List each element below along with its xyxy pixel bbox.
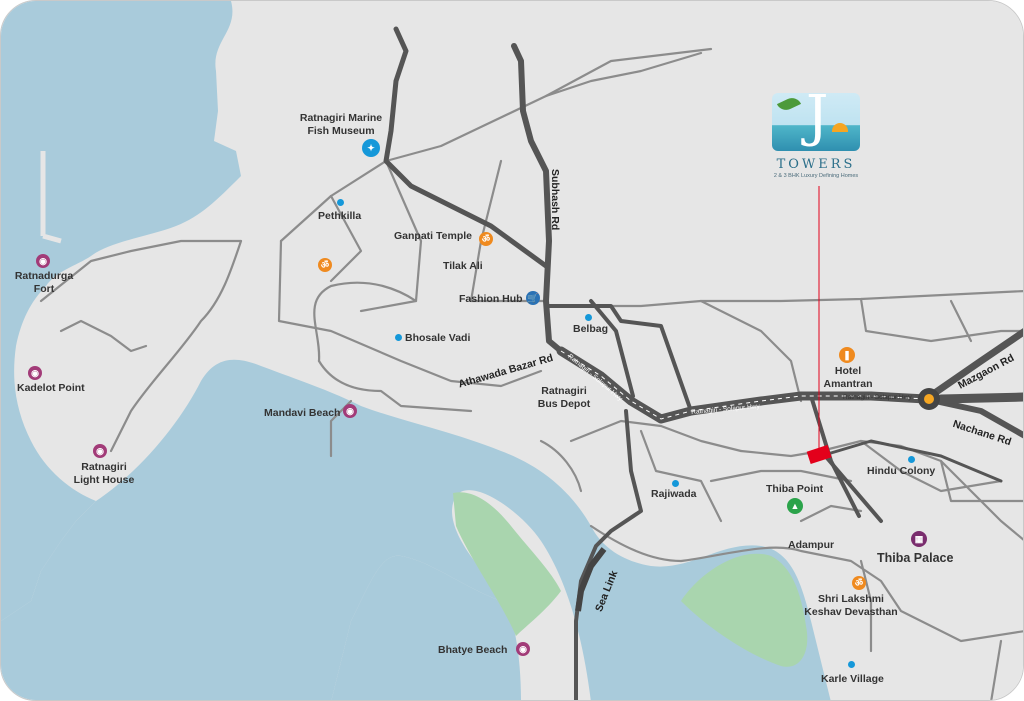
harbour-jetty xyxy=(40,71,266,244)
river-bay xyxy=(1,359,831,700)
roundabout-center xyxy=(924,394,934,404)
minor-roads xyxy=(39,47,1023,700)
label-pethkilla: Pethkilla xyxy=(318,210,362,222)
label-karle-village: Karle Village xyxy=(821,673,884,685)
museum-icon[interactable]: ▦ xyxy=(911,531,927,547)
road-label-subhash: Subhash Rd xyxy=(549,169,561,231)
label-ganpati-temple: Ganpati Temple xyxy=(394,230,472,242)
sea-link-bridge xyxy=(575,547,607,612)
label-fashion-hub: Fashion Hub xyxy=(459,293,523,305)
road-label-solapur-3: Ratnagiri - Solapur Hwy xyxy=(843,394,912,401)
logo-name: TOWERS xyxy=(776,157,856,172)
camera-icon[interactable]: ◉ xyxy=(516,642,530,656)
label-thiba-point: Thiba Point xyxy=(766,483,824,495)
label-adampur: Adampur xyxy=(788,539,835,551)
park-east xyxy=(681,553,808,667)
label-kadelot-point: Kadelot Point xyxy=(17,382,85,394)
site-marker xyxy=(806,444,832,465)
camera-icon[interactable]: ◉ xyxy=(28,366,42,380)
dot-icon[interactable] xyxy=(585,314,592,321)
label-thiba-palace: Thiba Palace xyxy=(877,551,954,565)
logo-tagline: 2 & 3 BHK Luxury Defining Homes xyxy=(773,173,859,179)
label-mandavi-beach: Mandavi Beach xyxy=(264,407,341,419)
dot-icon[interactable] xyxy=(337,199,344,206)
label-bhatye-beach: Bhatye Beach xyxy=(438,644,508,656)
temple-icon[interactable]: ॐ xyxy=(479,232,493,246)
dot-icon[interactable] xyxy=(672,480,679,487)
label-tilak-ali: Tilak Ali xyxy=(443,260,483,272)
park-west xyxy=(453,492,561,636)
dot-icon[interactable] xyxy=(848,661,855,668)
highway-centerline xyxy=(560,350,927,420)
food-icon[interactable]: ❚ xyxy=(839,347,855,363)
camera-icon[interactable]: ◉ xyxy=(93,444,107,458)
dot-icon[interactable] xyxy=(908,456,915,463)
camera-icon[interactable]: ◉ xyxy=(343,404,357,418)
camera-icon[interactable]: ◉ xyxy=(36,254,50,268)
label-belbag: Belbag xyxy=(573,323,609,335)
tree-icon[interactable]: ▲ xyxy=(787,498,803,514)
logo-mark-icon: J xyxy=(772,93,860,151)
temple-icon[interactable]: ॐ xyxy=(318,258,332,272)
j-towers-logo: J TOWERS 2 & 3 BHK Luxury Defining Homes xyxy=(761,93,871,179)
label-rajiwada: Rajiwada xyxy=(651,488,697,500)
cart-icon[interactable]: 🛒 xyxy=(526,291,540,305)
sea-area xyxy=(1,1,241,621)
dot-icon[interactable] xyxy=(395,334,402,341)
temple-icon[interactable]: ॐ xyxy=(852,576,866,590)
label-bhosale-vadi: Bhosale Vadi xyxy=(405,332,471,344)
fish-icon[interactable]: ✦ xyxy=(362,139,380,157)
label-hindu-colony: Hindu Colony xyxy=(867,465,936,477)
